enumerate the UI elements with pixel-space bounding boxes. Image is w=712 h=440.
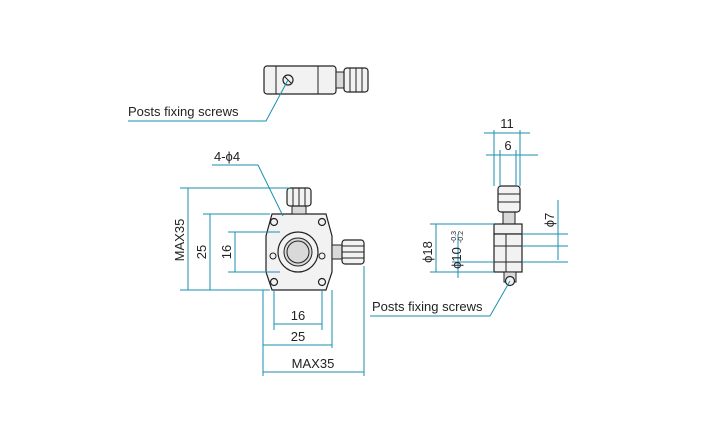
front-horizontal-dimensions	[262, 266, 365, 376]
front-width-inner: 16	[291, 308, 305, 323]
side-width-inner: 6	[504, 138, 511, 153]
front-width-max: MAX35	[292, 356, 335, 371]
side-tolerance-upper: -0.3	[451, 231, 458, 243]
side-view	[370, 185, 523, 317]
side-tolerance-lower: -0.2	[458, 231, 465, 243]
side-dimensions	[430, 130, 568, 278]
top-view	[128, 65, 369, 122]
front-height-inner: 16	[219, 245, 234, 259]
front-view	[212, 164, 365, 291]
front-height-max: MAX35	[172, 219, 187, 262]
side-phi18: ϕ18	[420, 241, 435, 263]
holes-label: 4-ϕ4	[214, 149, 240, 164]
front-vertical-dimensions	[180, 187, 290, 291]
side-width-outer: 11	[500, 116, 514, 131]
side-phi10: ϕ10	[449, 247, 464, 269]
front-height-outer: 25	[194, 245, 209, 259]
posts-fixing-screws-label-side: Posts fixing screws	[372, 299, 483, 314]
posts-fixing-screws-label-top: Posts fixing screws	[128, 104, 239, 119]
front-width-outer: 25	[291, 329, 305, 344]
side-phi7: ϕ7	[542, 213, 557, 228]
